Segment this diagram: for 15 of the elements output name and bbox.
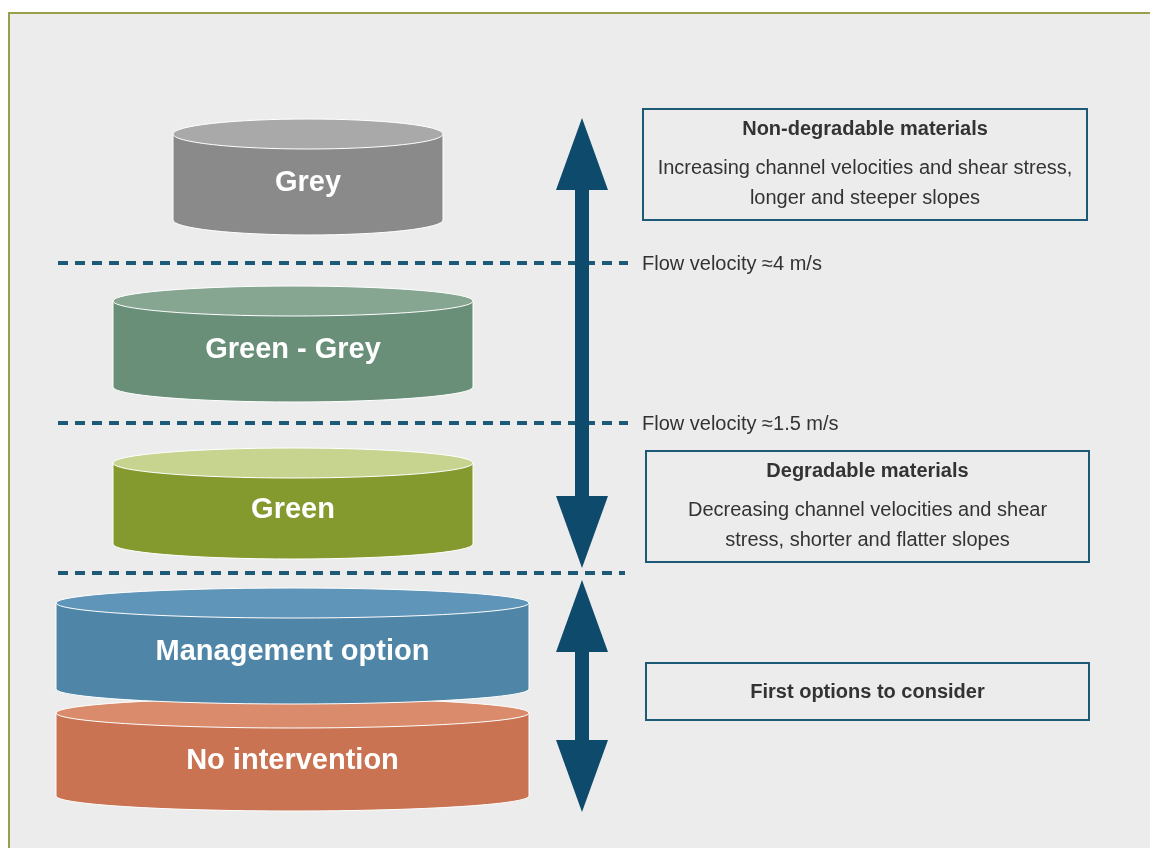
- box-text: Increasing channel velocities and shear stress, longer and steeper slopes: [656, 155, 1074, 210]
- box-heading: Non-degradable materials: [741, 117, 989, 140]
- box-heading: First options to consider: [749, 680, 986, 703]
- info-box: [645, 662, 1090, 721]
- layer-label: Green - Grey: [204, 332, 382, 365]
- velocity-label: Flow velocity ≈1.5 m/s: [642, 412, 839, 435]
- layer-label: Grey: [273, 165, 343, 198]
- info-box: [642, 108, 1088, 221]
- box-text: Decreasing channel velocities and shear stress, shorter and flatter slopes: [686, 497, 1049, 552]
- layer-label: Management option: [154, 634, 431, 667]
- layer-label: Green: [250, 491, 336, 525]
- layer-label: No intervention: [185, 742, 400, 776]
- box-heading: Degradable materials: [765, 459, 970, 482]
- velocity-label: Flow velocity ≈4 m/s: [642, 252, 822, 275]
- info-box: [645, 450, 1090, 563]
